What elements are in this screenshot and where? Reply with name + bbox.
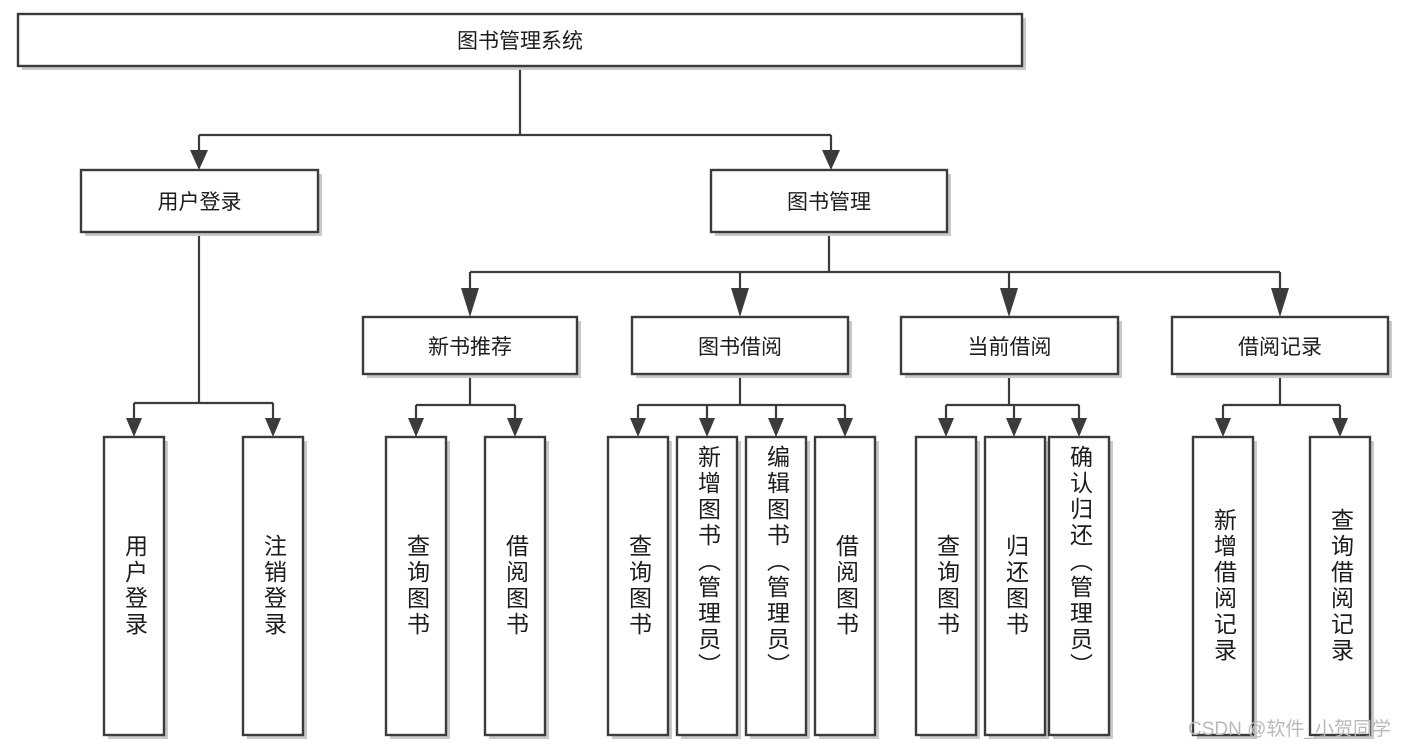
node-box-leaf-add-borrow-record[interactable] — [1191, 435, 1255, 737]
connector-book-manage-bus — [468, 232, 1282, 290]
node-box-leaf-user-login[interactable] — [102, 435, 166, 737]
arrowhead-leaf-add-book — [699, 418, 715, 437]
arrowhead-user-login — [190, 150, 208, 170]
connector-borrow-record-bus — [1221, 374, 1342, 420]
node-box-leaf-borrow-book[interactable] — [813, 435, 877, 737]
connector-book-borrow-bus — [636, 374, 847, 420]
arrowhead-book-manage — [822, 150, 840, 170]
arrowhead-leaf-query-book-current — [938, 418, 954, 437]
connector-new-book-recommend-bus — [414, 374, 517, 420]
arrowhead-book-borrow — [731, 288, 749, 317]
arrowhead-leaf-user-logout — [265, 418, 281, 437]
node-box-new-book-recommend[interactable] — [361, 315, 579, 376]
node-box-borrow-record[interactable] — [1170, 315, 1390, 376]
node-box-leaf-query-book-recommend[interactable] — [384, 435, 448, 737]
node-box-leaf-query-book-borrow[interactable] — [606, 435, 670, 737]
node-box-current-borrow[interactable] — [899, 315, 1120, 376]
arrowhead-leaf-query-book-recommend — [408, 418, 424, 437]
connector-current-borrow-bus — [944, 374, 1081, 420]
node-box-leaf-query-book-current[interactable] — [914, 435, 978, 737]
arrowhead-leaf-return-book — [1006, 418, 1022, 437]
node-box-leaf-user-logout[interactable] — [241, 435, 305, 737]
node-box-leaf-query-borrow-record[interactable] — [1308, 435, 1372, 737]
node-box-leaf-add-book[interactable] — [675, 435, 739, 737]
node-box-leaf-borrow-book-recommend[interactable] — [483, 435, 547, 737]
node-box-leaf-return-book[interactable] — [983, 435, 1047, 737]
arrowhead-new-book-recommend — [461, 288, 479, 317]
connector-user-login-bus — [132, 232, 275, 420]
arrowhead-leaf-edit-book — [768, 418, 784, 437]
node-box-book-borrow[interactable] — [630, 315, 850, 376]
arrowhead-leaf-user-login — [126, 418, 142, 437]
node-box-leaf-edit-book[interactable] — [744, 435, 808, 737]
connector-layer — [126, 66, 1348, 437]
arrowhead-leaf-query-borrow-record — [1332, 418, 1348, 437]
arrowhead-borrow-record — [1271, 288, 1289, 317]
node-box-leaf-confirm-return[interactable] — [1047, 435, 1111, 737]
arrowhead-leaf-confirm-return — [1071, 418, 1087, 437]
node-box-root[interactable] — [16, 12, 1024, 68]
arrowhead-leaf-query-book-borrow — [630, 418, 646, 437]
arrowhead-leaf-add-borrow-record — [1215, 418, 1231, 437]
connector-root-bus — [197, 66, 833, 152]
node-layer — [16, 12, 1392, 739]
node-box-book-manage[interactable] — [709, 168, 949, 234]
arrowhead-leaf-borrow-book-recommend — [507, 418, 523, 437]
node-box-user-login[interactable] — [79, 168, 320, 234]
arrowhead-leaf-borrow-book — [837, 418, 853, 437]
arrowhead-current-borrow — [1000, 288, 1018, 317]
